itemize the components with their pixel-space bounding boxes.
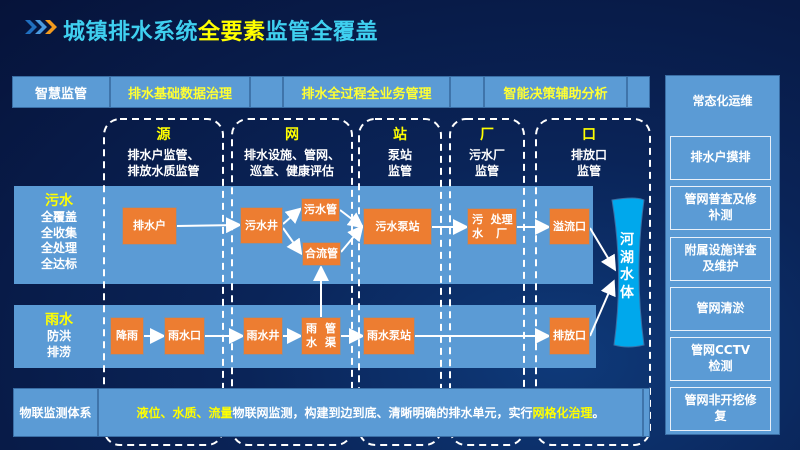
bottom-bar-text: 液位、水质、流量物联网监测，构建到边到底、清晰明确的排水单元，实行网格化治理。	[99, 389, 644, 436]
rain-label: 雨水防洪排涝	[45, 312, 73, 359]
node-outfall: 排放口	[549, 317, 590, 355]
column-plant: 厂污水厂监管	[468, 127, 505, 179]
column-outlet: 口排放口监管	[570, 127, 607, 179]
top-bar-spacer	[451, 77, 485, 107]
node-sewage-well: 污水井	[240, 207, 283, 244]
ops-item: 排水户摸排	[670, 136, 771, 180]
column-source: 源排水户监管、排放水质监管	[127, 127, 200, 179]
node-sewage-pipe: 污水管	[301, 198, 340, 222]
chevrons-icon	[25, 20, 57, 34]
top-bar-item: 智能决策辅助分析	[485, 77, 628, 107]
ops-item: 管网普查及修补测	[670, 186, 771, 230]
right-panel: 常态化运维 排水户摸排 管网普查及修补测 附属设施详查及维护 管网清淤 管网CC…	[665, 75, 780, 435]
group-outlet	[535, 118, 651, 446]
node-sewage-plant: 污水处理厂	[467, 208, 517, 245]
group-station	[358, 118, 442, 446]
top-bar-item: 排水全过程全业务管理	[284, 77, 451, 107]
top-bar-spacer	[251, 77, 284, 107]
ops-item: 管网非开挖修复	[670, 387, 771, 431]
node-rain-channel: 雨水管渠	[301, 317, 341, 355]
node-combined-pipe: 合流管	[302, 242, 341, 266]
ops-item: 管网清淤	[670, 287, 771, 331]
top-bar: 智慧监管 排水基础数据治理 排水全过程全业务管理 智能决策辅助分析	[12, 76, 650, 108]
node-rain-pump: 雨水泵站	[363, 317, 415, 355]
node-drain-household: 排水户	[122, 207, 177, 245]
node-rain-inlet: 雨水口	[164, 317, 205, 355]
node-rainfall: 降雨	[110, 317, 144, 355]
node-overflow: 溢流口	[549, 208, 590, 245]
right-panel-title: 常态化运维	[692, 94, 753, 108]
water-body-label: 河湖水体	[620, 232, 634, 301]
top-bar-label: 智慧监管	[13, 77, 111, 107]
column-network: 网排水设施、管网、巡查、健康评估	[243, 127, 340, 179]
group-source	[103, 118, 224, 446]
page-title: 城镇排水系统全要素监管全覆盖	[63, 20, 379, 45]
node-sewage-pump: 污水泵站	[363, 208, 432, 245]
ops-item: 附属设施详查及维护	[670, 237, 771, 281]
top-bar-item: 排水基础数据治理	[111, 77, 251, 107]
water-body-shape	[611, 197, 645, 348]
bottom-bar: 物联监测体系 液位、水质、流量物联网监测，构建到边到底、清晰明确的排水单元，实行…	[13, 388, 650, 437]
sewage-label: 污水全覆盖全收集全处理全达标	[40, 193, 77, 271]
bottom-bar-label: 物联监测体系	[14, 389, 99, 436]
column-station: 站泵站监管	[387, 127, 412, 179]
node-rain-well: 雨水井	[243, 317, 283, 355]
